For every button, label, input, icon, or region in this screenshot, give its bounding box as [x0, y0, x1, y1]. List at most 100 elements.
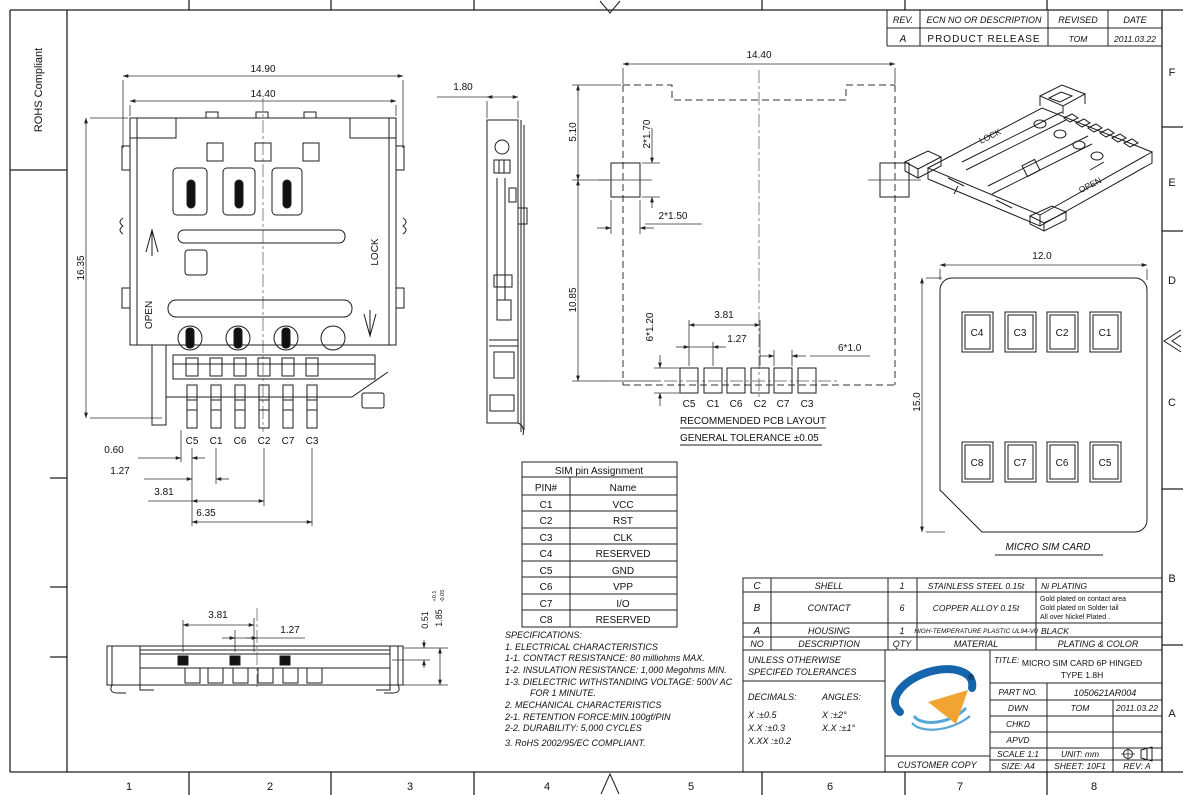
revised-value: TOM: [1069, 34, 1089, 44]
bom-header-desc: DESCRIPTION: [798, 639, 860, 649]
bottom-view: 3.81 1.27 0.51 1.85 +0.1 -0.05: [106, 590, 448, 694]
dim-510: 5.10: [568, 122, 579, 142]
front-view-legs: [186, 384, 318, 429]
name-cell: RST: [613, 516, 633, 527]
zone-letters: F E D C B A: [1162, 67, 1183, 720]
zone-letter: C: [1168, 397, 1176, 409]
bom-desc: SHELL: [815, 581, 844, 591]
name-cell: GND: [612, 566, 634, 577]
registered-mark: ®: [968, 672, 975, 682]
dim-outer-width: 14.90: [250, 64, 275, 75]
bom-material: COPPER ALLOY 0.15t: [933, 603, 1020, 613]
zone-numbers: 1 2 3 4 5 6 7 8: [126, 781, 1097, 793]
pin-label: C6: [234, 436, 247, 447]
zone-number: 2: [267, 781, 273, 793]
spec-line: 1-2. INSULATION RESISTANCE: 1,000 Megohm…: [505, 665, 727, 675]
zone-number: 7: [957, 781, 963, 793]
rohs-label: ROHS Compliant: [33, 48, 45, 132]
pin-label: C2: [258, 436, 271, 447]
dim-side-width: 1.80: [453, 82, 473, 93]
center-mark-down-icon: [599, 0, 621, 14]
spec-line: SPECIFICATIONS:: [505, 630, 582, 640]
angles-label: ANGLES:: [821, 692, 862, 702]
revision-table: REV. ECN NO OR DESCRIPTION REVISED DATE …: [886, 10, 1162, 47]
pcb-caption: RECOMMENDED PCB LAYOUT: [680, 416, 826, 427]
bom-desc: HOUSING: [808, 626, 850, 636]
tolerance-value: X.X :±1°: [821, 723, 855, 733]
spec-line: 3. RoHS 2002/95/EC COMPLIANT.: [505, 738, 646, 748]
dim-185-tol-dn: -0.05: [440, 590, 446, 603]
bom-header-qty: QTY: [893, 639, 912, 649]
pcb-layout-view: 14.40 5.10 10.85 2*1.70 2*1.50: [568, 50, 921, 446]
tolerance-value: X.XX :±0.2: [747, 736, 791, 746]
decimals-label: DECIMALS:: [748, 692, 797, 702]
dim-pcb-width: 14.40: [746, 50, 771, 61]
name-cell: CLK: [613, 533, 633, 544]
dim-051: 0.51: [420, 611, 430, 629]
date-header: DATE: [1123, 15, 1147, 25]
date-value: 2011.03.22: [1113, 34, 1156, 44]
left-zone-ticks: [50, 477, 67, 658]
zone-letter: B: [1168, 573, 1175, 585]
open-arrow-icon: [145, 228, 159, 256]
sim-pads-top: C4 C3 C2 C1: [961, 311, 1122, 353]
lock-label: LOCK: [370, 238, 381, 266]
bom-qty: 1: [899, 626, 904, 636]
rev-label: REV: A: [1123, 761, 1151, 771]
bom-material: HIGH-TEMPERATURE PLASTIC UL94-V0: [914, 628, 1038, 635]
spec-line: 2. MECHANICAL CHARACTERISTICS: [504, 700, 661, 710]
pin-assignment-table: SIM pin Assignment PIN# Name C1 VCC C2 R…: [521, 461, 678, 628]
spec-line: 1-1. CONTACT RESISTANCE: 80 milliohms MA…: [505, 653, 705, 663]
name-cell: VPP: [613, 582, 633, 593]
bom-no: B: [754, 603, 761, 614]
pin-cell: C5: [540, 566, 553, 577]
zone-number: 5: [688, 781, 694, 793]
zone-letter: D: [1168, 275, 1176, 287]
center-mark-up-icon: [600, 772, 620, 795]
desc-value: PRODUCT RELEASE: [927, 34, 1040, 45]
pad-label: C1: [707, 399, 720, 410]
pad-label: C2: [754, 399, 767, 410]
dim-sim-width: 12.0: [1032, 251, 1052, 262]
dim-sim-height: 15.0: [912, 392, 923, 412]
sim-pads-bottom: C8 C7 C6 C5: [961, 441, 1122, 483]
pin-col-header: PIN#: [535, 483, 558, 494]
dim-6x120: 6*1.20: [645, 312, 656, 341]
revised-header: REVISED: [1058, 15, 1098, 25]
dim-185: 1.85: [434, 609, 444, 627]
bom-header-plating: PLATING & COLOR: [1058, 639, 1139, 649]
sim-pad-label: C1: [1099, 328, 1112, 339]
zone-number: 4: [544, 781, 550, 793]
drawing-title-line2: TYPE 1.8H: [1061, 670, 1104, 680]
dim-060: 0.60: [104, 445, 124, 456]
spec-line: FOR 1 MINUTE.: [530, 688, 596, 698]
dwn-date: 2011.03.22: [1115, 703, 1158, 713]
dim-185-tol-up: +0.1: [432, 591, 438, 602]
zone-left-arrow-icon: [1163, 329, 1182, 353]
bom-plating-line: Gold plated on Solder tail: [1040, 605, 1119, 612]
bom-table: C SHELL 1 STAINLESS STEEL 0.15t Ni PLATI…: [742, 577, 1163, 651]
rev-value: A: [899, 34, 907, 45]
tolerance-header: SPECIFED TOLERANCES: [748, 667, 856, 677]
name-cell: RESERVED: [596, 549, 651, 560]
iso-open-label: OPEN: [1077, 175, 1103, 195]
dim-bottom-127: 1.27: [280, 625, 300, 636]
spec-line: 2-2. DURABILITY: 5,000 CYCLES: [504, 723, 642, 733]
dim-127: 1.27: [110, 466, 130, 477]
pin-table-rows: C1 VCC C2 RST C3 CLK C4 RESERVED C5 GND …: [540, 500, 651, 626]
name-col-header: Name: [610, 483, 637, 494]
pin-cell: C2: [540, 516, 553, 527]
customer-copy-label: CUSTOMER COPY: [897, 760, 977, 770]
dim-2x170: 2*1.70: [642, 119, 653, 148]
pad-label: C3: [801, 399, 814, 410]
apvd-label: APVD: [1005, 735, 1029, 745]
chkd-label: CHKD: [1006, 719, 1030, 729]
pin-label: C1: [210, 436, 223, 447]
bom-qty: 6: [899, 603, 904, 613]
bom-plating: BLACK: [1041, 626, 1069, 636]
open-label: OPEN: [144, 301, 155, 329]
size-label: SIZE: A4: [1001, 761, 1035, 771]
bom-header-no: NO: [750, 639, 764, 649]
dim-1085: 10.85: [568, 287, 579, 312]
